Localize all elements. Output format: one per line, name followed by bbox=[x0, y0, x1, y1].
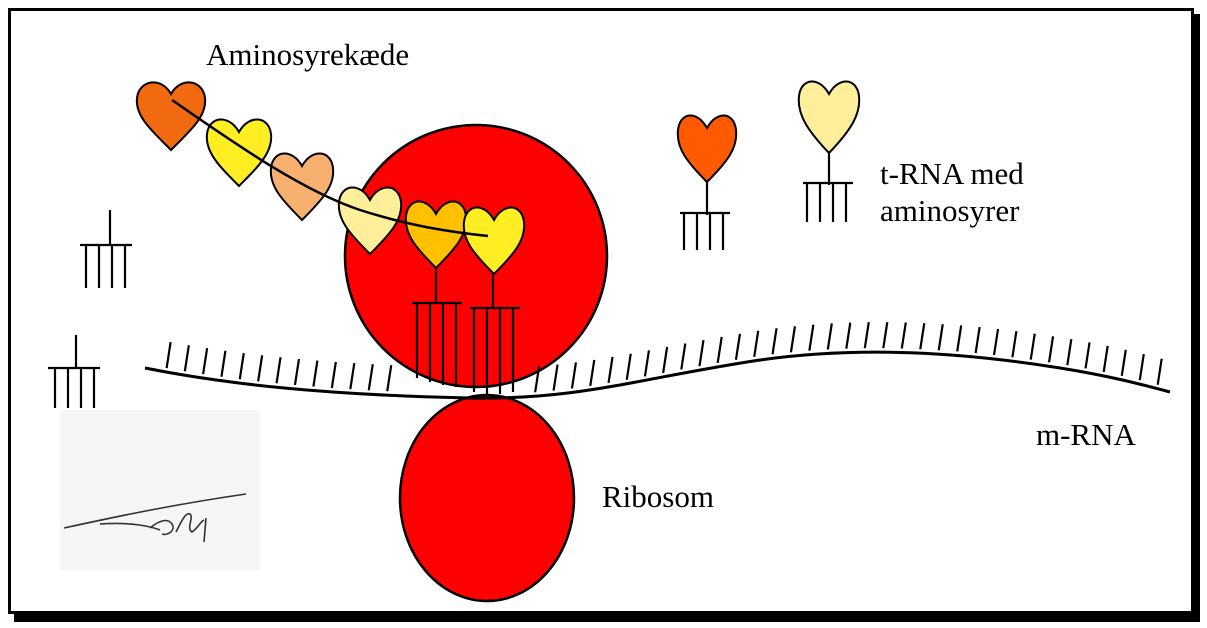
mrna-codon-tick bbox=[902, 322, 906, 348]
free-trna-heart-orange bbox=[678, 115, 736, 182]
paper-texture bbox=[60, 410, 260, 570]
label-aminosyrekaede: Aminosyrekæde bbox=[206, 38, 409, 72]
mrna-codon-tick bbox=[627, 354, 631, 380]
mrna-codon-tick bbox=[221, 351, 225, 377]
mrna-codon-tick bbox=[1104, 346, 1108, 372]
label-ribosom: Ribosom bbox=[602, 480, 714, 514]
mrna-codon-tick bbox=[865, 322, 869, 348]
mrna-codon-tick bbox=[240, 353, 244, 379]
mrna-codon-tick bbox=[295, 359, 299, 385]
mrna-codon-tick bbox=[883, 322, 887, 348]
mrna-codon-tick bbox=[167, 342, 171, 368]
mrna-codon-tick bbox=[1067, 339, 1071, 365]
mrna-codon-tick bbox=[590, 360, 594, 386]
mrna-codon-tick bbox=[258, 355, 262, 381]
mrna-codon-tick bbox=[332, 362, 336, 388]
mrna-codon-tick bbox=[387, 365, 391, 391]
free-trna-2 bbox=[803, 153, 853, 222]
label-trna-line2: aminosyrer bbox=[880, 194, 1019, 228]
mrna-codon-tick bbox=[718, 337, 722, 363]
mrna-codon-tick bbox=[369, 364, 373, 390]
mrna-codon-tick bbox=[846, 323, 850, 349]
mrna-codons bbox=[167, 322, 1162, 392]
mrna-codon-tick bbox=[957, 325, 961, 351]
mrna-codon-tick bbox=[1158, 359, 1162, 385]
mrna-codon-tick bbox=[313, 361, 317, 387]
mrna-codon-tick bbox=[350, 363, 354, 389]
mrna-codon-tick bbox=[277, 357, 281, 383]
mrna-codon-tick bbox=[976, 327, 980, 353]
mrna-codon-tick bbox=[1012, 331, 1016, 357]
mrna-codon-tick bbox=[994, 329, 998, 355]
mrna-codon-tick bbox=[1086, 342, 1090, 368]
mrna-codon-tick bbox=[645, 350, 649, 376]
mrna-codon-tick bbox=[920, 323, 924, 349]
mrna-codon-tick bbox=[736, 334, 740, 360]
mrna-codon-tick bbox=[1122, 350, 1126, 376]
label-trna-line1: t-RNA med bbox=[880, 157, 1024, 191]
mrna-codon-tick bbox=[754, 331, 758, 357]
ribosome-small-subunit bbox=[400, 395, 574, 601]
mrna-codon-tick bbox=[572, 362, 576, 388]
free-trna-heart-yellow bbox=[799, 81, 860, 153]
mrna-codon-tick bbox=[203, 348, 207, 374]
mrna-codon-tick bbox=[185, 345, 189, 371]
mrna-codon-tick bbox=[1031, 334, 1035, 360]
mrna-codon-tick bbox=[1049, 336, 1053, 362]
mrna-codon-tick bbox=[554, 365, 558, 391]
loose-trna-2 bbox=[48, 335, 100, 408]
mrna-codon-tick bbox=[663, 347, 667, 373]
mrna-codon-tick bbox=[791, 326, 795, 352]
loose-trna-1 bbox=[80, 210, 132, 288]
label-mrna: m-RNA bbox=[1036, 418, 1136, 452]
mrna-codon-tick bbox=[828, 323, 832, 349]
free-trna-1 bbox=[680, 182, 730, 250]
mrna-codon-tick bbox=[1140, 354, 1144, 380]
mrna-codon-tick bbox=[699, 340, 703, 366]
mrna-codon-tick bbox=[939, 324, 943, 350]
amino-acid-heart-3 bbox=[271, 153, 333, 220]
mrna-codon-tick bbox=[681, 343, 685, 369]
mrna-codon-tick bbox=[609, 357, 613, 383]
mrna-codon-tick bbox=[773, 328, 777, 354]
mrna-codon-tick bbox=[809, 325, 813, 351]
